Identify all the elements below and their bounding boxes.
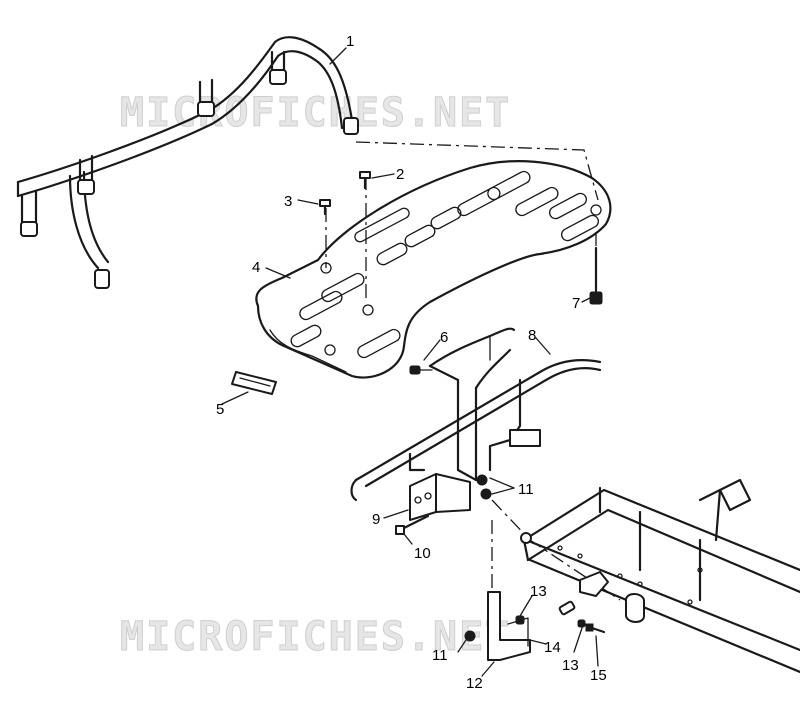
callout-1: 1	[346, 33, 354, 50]
vehicle-frame	[520, 478, 800, 674]
rack-platform	[255, 160, 612, 379]
callout-8: 8	[528, 327, 536, 344]
bolt-10	[395, 514, 430, 535]
nuts-11	[464, 474, 492, 642]
rear-rail	[16, 36, 359, 289]
callout-14: 14	[544, 639, 561, 656]
callout-12: 12	[466, 675, 483, 692]
bolt-3	[319, 199, 331, 216]
callout-6: 6	[440, 329, 448, 346]
callout-5: 5	[216, 401, 224, 418]
mount-bracket	[409, 429, 541, 521]
callout-7: 7	[572, 295, 580, 312]
callout-4: 4	[252, 259, 260, 276]
callout-11-upper: 11	[518, 481, 534, 498]
nut-7	[589, 246, 603, 305]
leader-lines	[221, 47, 599, 677]
callout-2: 2	[396, 166, 404, 183]
rail-to-rack-line	[355, 141, 599, 201]
watermark-bottom: MICROFICHES.NET	[120, 614, 511, 660]
callout-13-upper: 13	[530, 583, 547, 600]
watermark-top: MICROFICHES.NET	[120, 90, 511, 136]
callout-15: 15	[590, 667, 607, 684]
hardware-13-14-15	[515, 600, 606, 634]
bolt-2	[359, 171, 371, 190]
callout-10: 10	[414, 545, 431, 562]
support-bar-8	[350, 359, 602, 502]
support-bracket-6	[409, 327, 516, 482]
callout-11-lower: 11	[432, 647, 448, 664]
callout-13-lower: 13	[562, 657, 579, 674]
bracket-12	[487, 591, 531, 661]
reflector-5	[231, 371, 277, 395]
callout-9: 9	[372, 511, 380, 528]
callout-3: 3	[284, 193, 292, 210]
